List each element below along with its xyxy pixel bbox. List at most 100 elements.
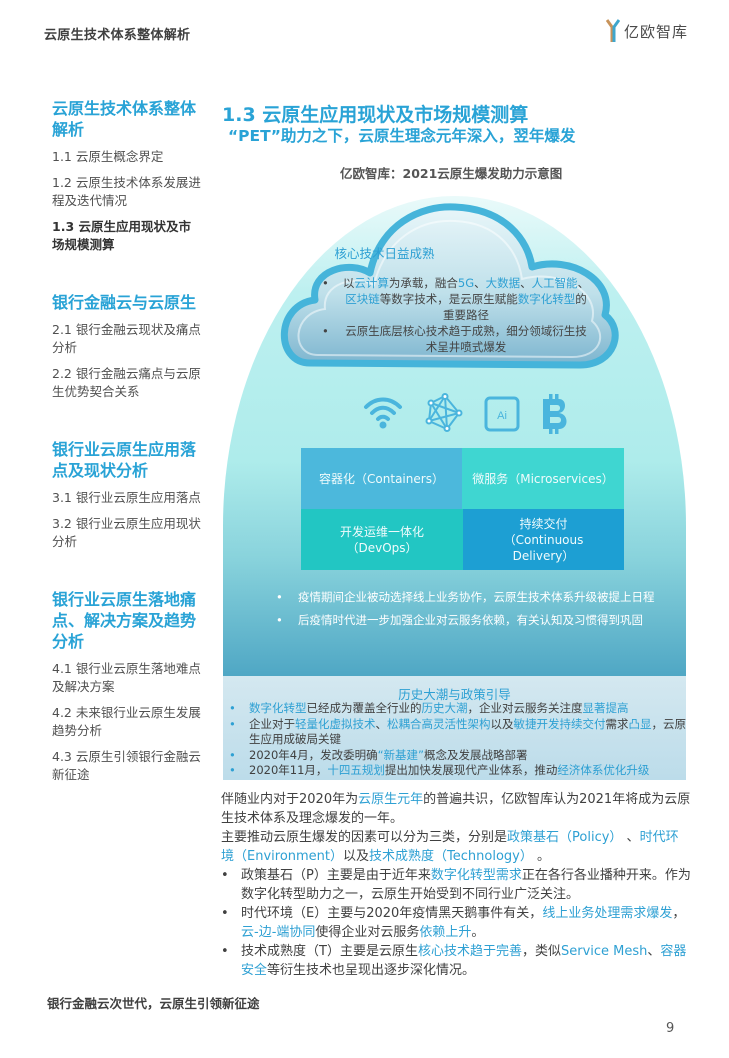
text-run: 正在各行各业播种开来。作为数字化转型助力之一，云原生开始受到不同行业广泛关注。: [241, 868, 691, 902]
body-text: 伴随业内对于2020年为云原生元年的普遍共识，亿欧智库认为2021年将成为云原生…: [221, 790, 691, 980]
pillar-devops: 开发运维一体化（DevOps）: [301, 509, 463, 570]
text-run: 等衍生技术也呈现出逐步深化情况。: [267, 963, 476, 978]
bitcoin-blockchain-icon: [540, 393, 570, 439]
toc-item[interactable]: 3.2 银行业云原生应用现状分析: [52, 516, 201, 549]
text-run: 以及: [343, 849, 370, 864]
yiou-logo-icon: [605, 19, 621, 43]
toc-item[interactable]: 1.1 云原生概念界定: [52, 149, 164, 164]
body-bullet: • 技术成熟度（T）主要是云原生核心技术趋于完善，类似Service Mesh、容…: [221, 942, 691, 980]
text-run: 已经成为覆盖全行业的: [306, 701, 422, 715]
cloud-shape: [280, 203, 619, 369]
highlight-text: 历史大潮: [421, 701, 468, 715]
toc-section-title[interactable]: 云原生技术体系整体解析: [52, 99, 197, 139]
toc-item[interactable]: 1.2 云原生技术体系发展进程及迭代情况: [52, 175, 201, 208]
text-run: 主要推动云原生爆发的因素可以分为三类，分别是: [221, 830, 508, 845]
text-run: 需求: [605, 716, 629, 731]
highlight-text: 区块链: [345, 292, 380, 306]
bullet-dot: •: [229, 747, 236, 762]
text-run: ，云原生应用成破局关键: [249, 716, 686, 747]
big-data-network-icon: [423, 393, 465, 437]
toc-section-title[interactable]: 银行业云原生应用落点及现状分析: [52, 440, 197, 480]
body-paragraph: 伴随业内对于2020年为云原生元年的普遍共识，亿欧智库认为2021年将成为云原生…: [221, 790, 691, 828]
highlight-text: 数字化转型: [517, 292, 576, 306]
body-bullet: • 时代环境（E）主要与2020年疫情黑天鹅事件有关，线上业务处理需求爆发，云-边…: [221, 904, 691, 942]
bullet-text: 后疫情时代进一步加强企业对云服务依赖，有关认知及习惯得到巩固: [298, 613, 643, 627]
bullet-dot: •: [221, 906, 229, 921]
text-run: 时代环境（E）主要与2020年疫情黑天鹅事件有关，: [241, 906, 543, 921]
text-run: 2020年11月，: [249, 763, 328, 777]
text-run: 使得企业对云服务: [315, 925, 420, 940]
text-run: 伴随业内对于2020年为: [221, 792, 359, 807]
bullet-text: 企业对于轻量化虚拟技术、松耦合高灵活性架构以及敏捷开发持续交付需求凸显，云原生应…: [249, 717, 687, 748]
text-run: 以及: [490, 716, 514, 731]
body-paragraph: 主要推动云原生爆发的因素可以分为三类，分别是政策基石（Policy） 、时代环境…: [221, 828, 691, 866]
pillar-containers: 容器化（Containers）: [301, 448, 462, 509]
highlight-text: 人工智能: [531, 276, 578, 290]
text-run: 、: [622, 830, 640, 845]
text-run: 为承载，融合: [388, 276, 458, 290]
toc-item[interactable]: 3.1 银行业云原生应用落点: [52, 490, 201, 505]
bullet-text: 时代环境（E）主要与2020年疫情黑天鹅事件有关，线上业务处理需求爆发，云-边-…: [241, 904, 691, 942]
policy-bullet: •数字化转型已经成为覆盖全行业的历史大潮，企业对云服务关注度显著提高: [229, 701, 687, 717]
highlight-text: 容器安全: [241, 944, 687, 978]
bullet-dot: •: [322, 276, 329, 290]
text-run: 、: [474, 276, 486, 290]
wifi-5g-icon: [363, 395, 403, 433]
highlight-text: 数字化转型: [249, 701, 307, 715]
cloud-bullet: • 云原生底层核心技术趋于成熟，细分领域衍生技术呈井喷式爆发: [322, 323, 592, 355]
highlight-text: 十四五规划: [327, 763, 385, 777]
bullet-dot: •: [229, 763, 236, 777]
highlight-text: 松耦合高灵活性架构: [387, 716, 491, 731]
text-run: 提出加快发展现代产业体系，推动: [384, 763, 558, 777]
text-run: 以: [342, 276, 355, 290]
svg-text:Ai: Ai: [497, 410, 507, 422]
highlight-text: 凸显: [628, 716, 652, 731]
toc-item[interactable]: 4.1 银行业云原生落地难点及解决方案: [52, 661, 201, 694]
policy-title: 历史大潮与政策引导: [398, 687, 511, 702]
text-run: 的普遍共识，亿欧智库认为2021年将成为云原生技术体系及理念爆发的一年。: [221, 792, 691, 826]
highlight-text: 依赖上升: [419, 925, 472, 940]
policy-box: 历史大潮与政策引导 •数字化转型已经成为覆盖全行业的历史大潮，企业对云服务关注度…: [223, 676, 686, 780]
toc-section-title[interactable]: 银行金融云与云原生: [52, 293, 197, 312]
text-run: 2020年4月，发改委明确: [249, 747, 378, 762]
text-run: 、: [577, 276, 590, 290]
era-environment-list: •疫情期间企业被动选择线上业务协作，云原生技术体系升级被提上日程•后疫情时代进一…: [276, 590, 656, 636]
running-header-title: 云原生技术体系整体解析: [44, 28, 191, 43]
highlight-text: Service Mesh: [560, 944, 648, 959]
section-subheading: “PET”助力之下，云原生理念元年深入，翌年爆发: [228, 127, 576, 145]
section-spacer: [52, 401, 202, 439]
bullet-dot: •: [276, 590, 283, 604]
cloud-title: 核心技术日益成熟: [334, 246, 435, 261]
bullet-dot: •: [221, 944, 229, 959]
bullet-text: 2020年11月，十四五规划提出加快发展现代产业体系，推动经济体系优化升级: [249, 763, 649, 779]
toc-item[interactable]: 4.2 未来银行业云原生发展趋势分析: [52, 705, 201, 738]
text-run: 政策基石（P）主要是由于近年来: [241, 868, 431, 883]
toc-item[interactable]: 2.2 银行金融云痛点与云原生优势契合关系: [52, 366, 201, 399]
figure-title: 亿欧智库：2021云原生爆发助力示意图: [340, 166, 563, 181]
highlight-text: 时代环境（Environment）: [221, 830, 679, 864]
logo-text: 亿欧智库: [624, 22, 689, 41]
bullet-text: 技术成熟度（T）主要是云原生核心技术趋于完善，类似Service Mesh、容器…: [241, 942, 691, 980]
highlight-text: 大数据: [485, 276, 521, 290]
text-run: 技术成熟度（T）主要是云原生: [241, 944, 418, 959]
text-run: 的重要路径: [443, 292, 587, 322]
bullet-text: 2020年4月，发改委明确“新基建”概念及发展战略部署: [249, 748, 528, 764]
highlight-text: 核心技术趋于完善: [417, 944, 522, 959]
toc-item[interactable]: 4.3 云原生引领银行金融云新征途: [52, 749, 201, 782]
ai-chip-icon: Ai: [484, 396, 520, 436]
text-run: ，类似: [521, 944, 561, 959]
footer-title: 银行金融云次世代，云原生引领新征途: [47, 996, 260, 1011]
text-run: 。: [471, 925, 485, 940]
toc-item[interactable]: 2.1 银行金融云现状及痛点分析: [52, 322, 201, 355]
text-run: 云原生底层核心技术趋于成熟，细分领域衍生技术呈井喷式爆发: [345, 324, 587, 354]
text-run: 等数字技术，是云原生赋能: [379, 292, 518, 306]
highlight-text: 云计算: [354, 276, 389, 290]
toc-item[interactable]: 1.3 云原生应用现状及市场规模测算: [52, 219, 191, 252]
toc-section-title[interactable]: 银行业云原生落地痛点、解决方案及趋势分析: [52, 590, 197, 651]
highlight-text: 敏捷开发持续交付: [513, 716, 606, 731]
bullet-dot: •: [322, 324, 329, 338]
text-run: 。: [532, 849, 550, 864]
policy-bullet-list: •数字化转型已经成为覆盖全行业的历史大潮，企业对云服务关注度显著提高 • 企业对于轻…: [229, 701, 687, 779]
text-run: ，企业对云服务关注度: [467, 701, 583, 715]
highlight-text: 政策基石（Policy）: [507, 830, 623, 845]
